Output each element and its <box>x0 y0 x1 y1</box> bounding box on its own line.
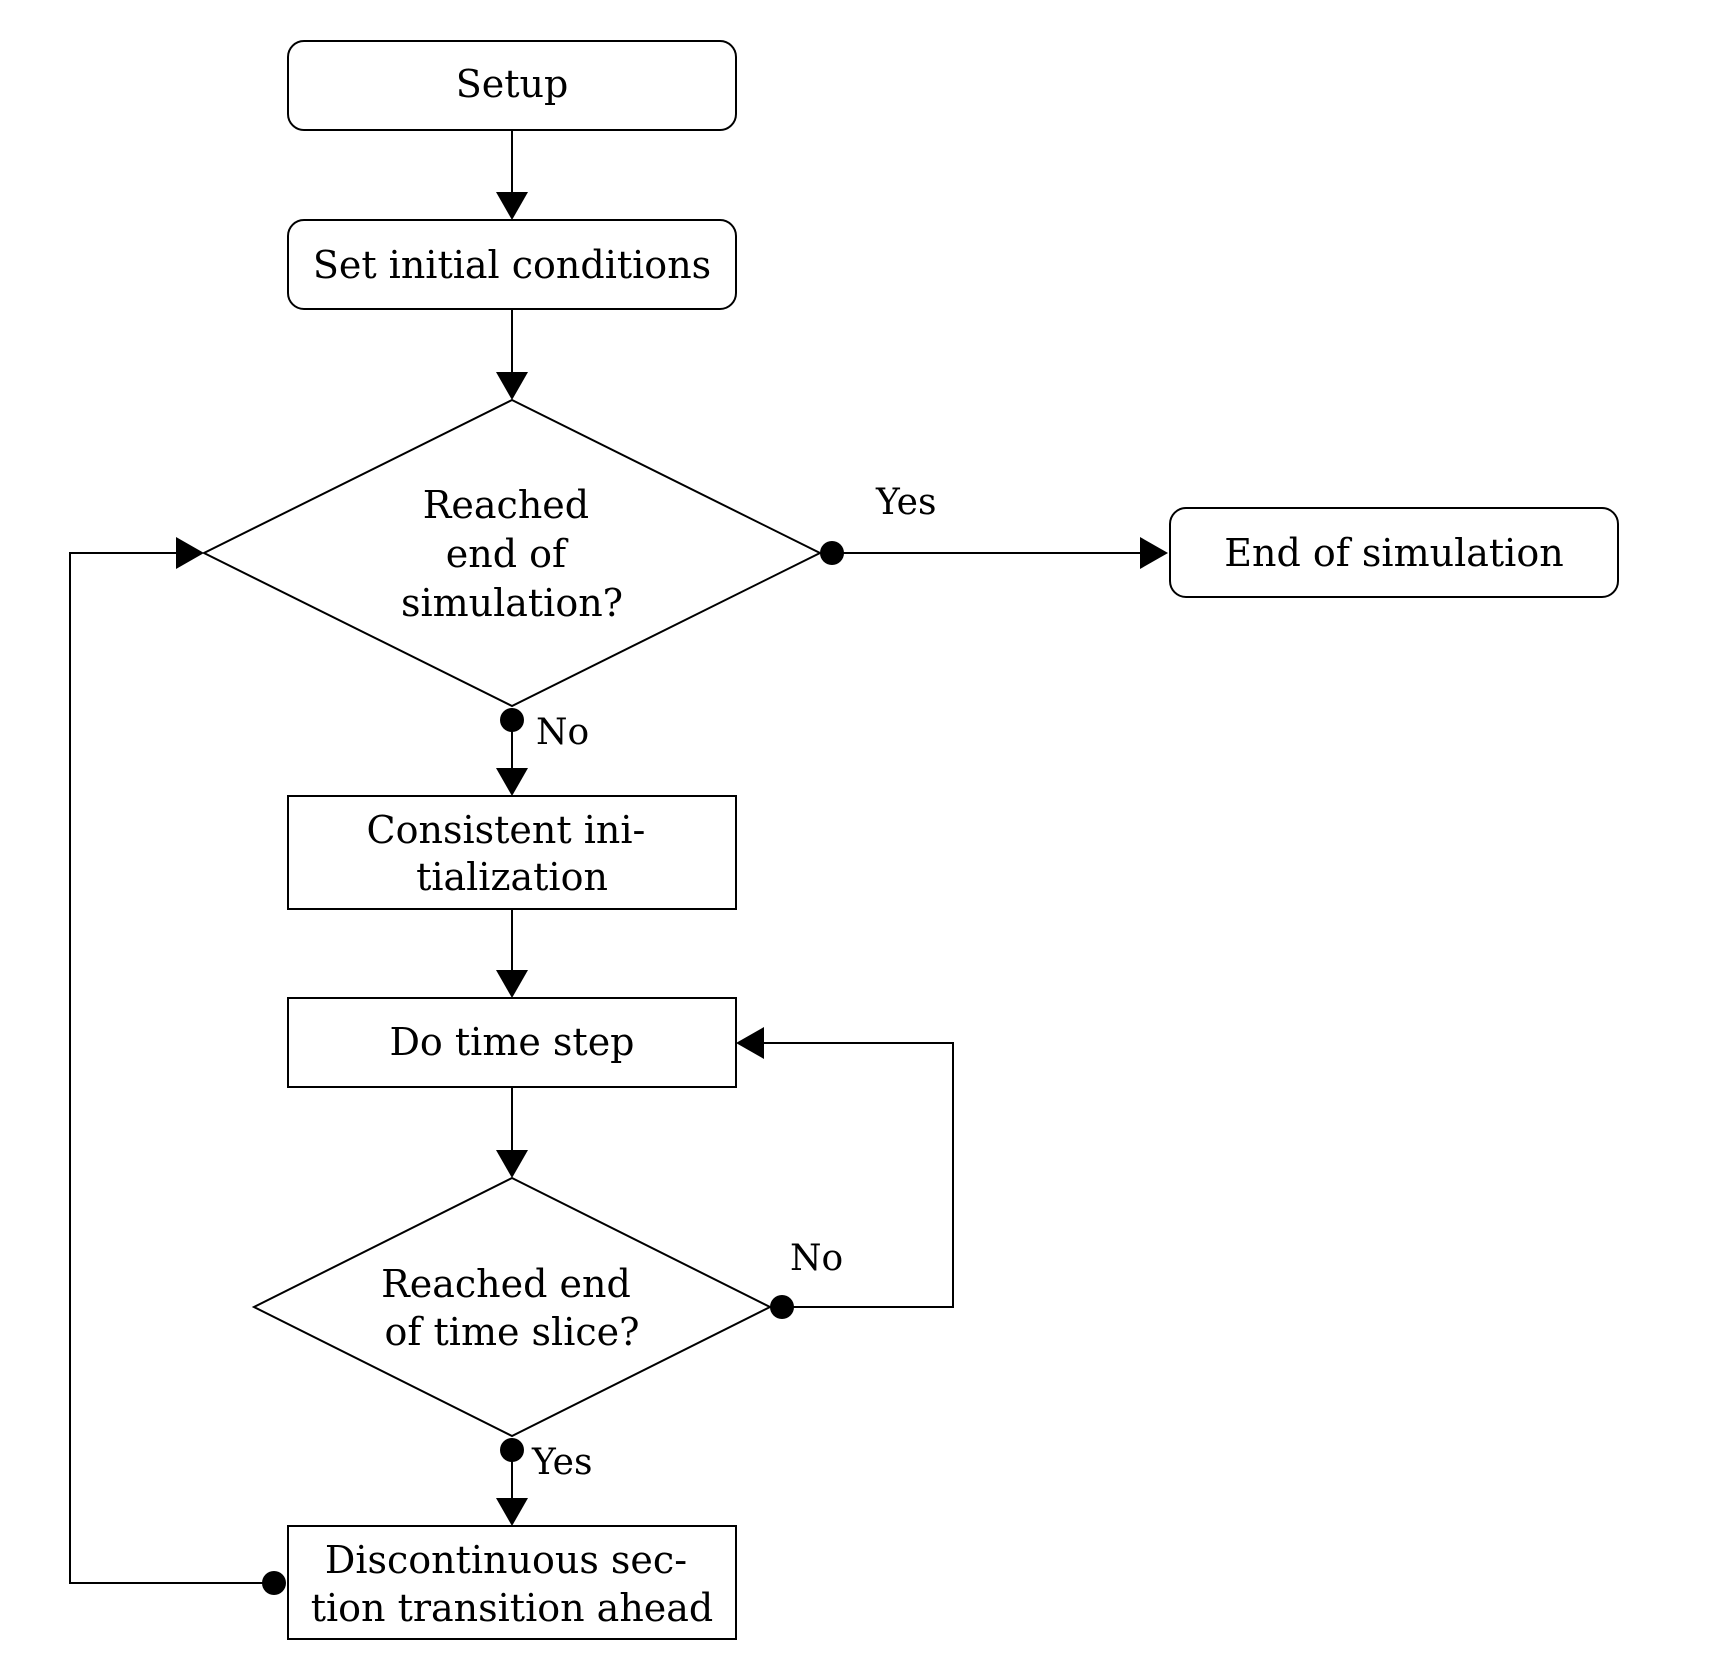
arrowhead <box>496 192 528 220</box>
arrowhead <box>1140 537 1168 569</box>
arrowhead <box>496 372 528 400</box>
edge-start-dot <box>500 1438 524 1462</box>
arrowhead <box>736 1027 764 1059</box>
node-check-end-of-simulation: Reached end of simulation? <box>201 398 823 708</box>
edge-label-end-no: No <box>536 712 589 753</box>
edge-labels: Yes No No Yes <box>531 482 936 1483</box>
svg-text:Setup: Setup <box>456 62 569 106</box>
arrowhead <box>496 970 528 998</box>
svg-text:Do time step: Do time step <box>389 1020 634 1064</box>
node-check-end-line-1: Reached <box>423 483 589 527</box>
edge-discontinuous-loop <box>69 552 274 1584</box>
node-consistent-line-2: tialization <box>416 855 608 899</box>
edge-label-slice-no: No <box>790 1238 843 1279</box>
node-consistent-initialization: Consistent ini- tialization <box>287 795 737 910</box>
node-check-slice-line-1: Reached end <box>381 1262 631 1306</box>
svg-text:Consistent ini- tializat: Consistent ini- tialization <box>367 808 658 899</box>
node-setup: Setup <box>287 40 737 131</box>
svg-text:End of simulation: End of simulation <box>1224 531 1563 575</box>
node-check-end-line-2: end of <box>446 532 569 576</box>
node-do-time-step: Do time step <box>287 997 737 1088</box>
node-check-end-line-3: simulation? <box>401 581 623 625</box>
svg-text:Reached end of sim: Reached end of simulation? <box>401 483 623 625</box>
node-discontinuous-line-1: Discontinuous sec- <box>325 1538 687 1582</box>
edge-label-slice-yes: Yes <box>531 1442 592 1483</box>
node-init-label: Set initial conditions <box>313 243 711 287</box>
node-end-label: End of simulation <box>1224 531 1563 575</box>
node-setup-label: Setup <box>456 62 569 106</box>
node-time-step-label: Do time step <box>389 1020 634 1064</box>
node-discontinuous-line-2: tion transition ahead <box>311 1586 714 1630</box>
node-end-of-simulation: End of simulation <box>1169 507 1619 598</box>
node-set-initial-conditions: Set initial conditions <box>287 219 737 310</box>
node-check-slice-line-2: of time slice? <box>385 1310 640 1354</box>
edge-label-end-yes: Yes <box>875 482 936 523</box>
edges <box>69 130 1168 1595</box>
svg-text:Reached end of time slic: Reached end of time slice? <box>381 1262 643 1354</box>
arrowhead <box>496 768 528 796</box>
edge-start-dot <box>770 1295 794 1319</box>
node-consistent-line-1: Consistent ini- <box>367 808 646 852</box>
edge-start-dot <box>820 541 844 565</box>
arrowhead <box>496 1150 528 1178</box>
edge-start-dot <box>262 1571 286 1595</box>
edge-check-slice-no <box>760 1042 954 1308</box>
arrowhead <box>496 1498 528 1526</box>
edge-start-dot <box>500 708 524 732</box>
arrowhead <box>176 537 204 569</box>
svg-text:Discontinuous sec- tion: Discontinuous sec- tion transition ahead <box>311 1538 714 1630</box>
node-check-end-of-time-slice: Reached end of time slice? <box>251 1176 773 1438</box>
svg-text:Set initial conditions: Set initial conditions <box>313 243 711 287</box>
node-discontinuous-section-transition: Discontinuous sec- tion transition ahead <box>287 1525 737 1640</box>
